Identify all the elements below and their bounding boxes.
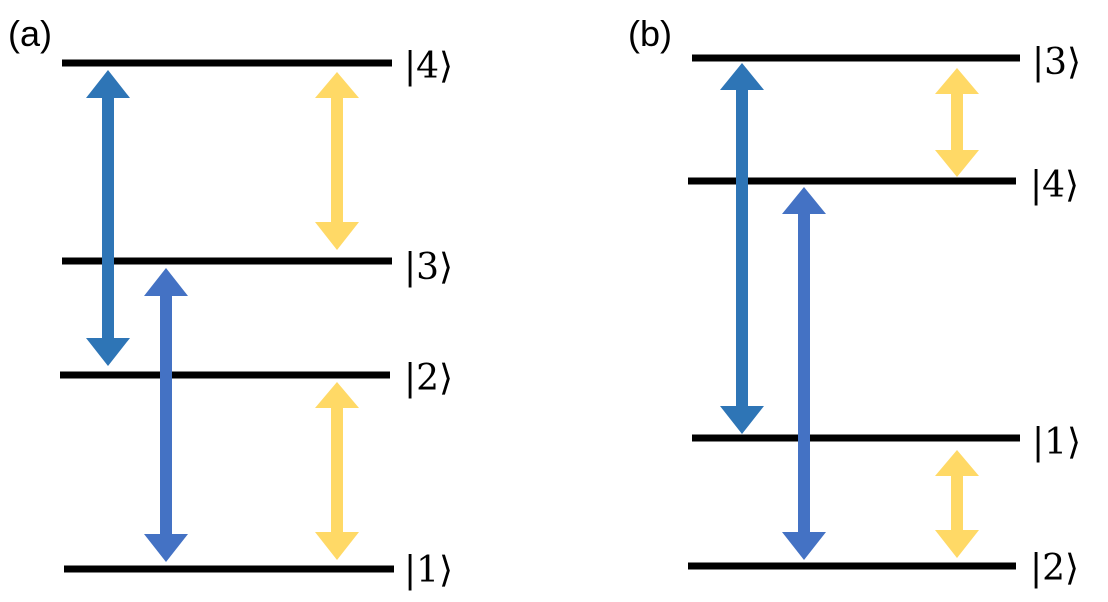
arrow-head-up-icon [782,187,826,214]
arrow-head-up-icon [144,268,188,296]
panel-b: (b) |3⟩ |4⟩ |1⟩ |2⟩ [628,13,1081,589]
arrow-head-down-icon [315,532,359,560]
arrow-head-down-icon [720,406,764,434]
arrow-head-down-icon [935,150,979,177]
arrow-head-up-icon [315,382,359,408]
panel-b-arrow-upper-bottom [782,187,826,560]
panel-a-state-lower-label: |2⟩ [404,358,453,399]
panel-b-arrow-lower-bottom [935,450,979,558]
arrow-head-down-icon [935,530,979,558]
panel-a-state-top-label: |4⟩ [404,46,453,87]
arrow-head-down-icon [782,532,826,560]
panel-a-state-bottom-label: |1⟩ [404,550,453,591]
arrow-head-down-icon [144,534,188,562]
arrow-head-up-icon [315,72,359,98]
panel-b-state-top-label: |3⟩ [1032,42,1081,83]
arrow-head-down-icon [86,338,130,366]
arrow-head-up-icon [935,450,979,476]
panel-b-arrow-top-upper [935,68,979,177]
panel-a-state-upper-label: |3⟩ [404,247,453,288]
panel-b-state-bottom-label: |2⟩ [1030,548,1079,589]
panel-b-state-lower-label: |1⟩ [1032,422,1081,463]
panel-a-arrow-upper-bottom [144,268,188,562]
panel-a-arrow-lower-bottom [315,382,359,560]
panel-a: (a) |4⟩ |3⟩ |2⟩ |1⟩ [8,13,453,591]
arrow-head-up-icon [935,68,979,94]
panel-b-state-upper-label: |4⟩ [1030,165,1079,206]
arrow-head-down-icon [315,222,359,250]
panel-a-label: (a) [8,13,52,54]
panel-b-label: (b) [628,13,672,54]
panel-a-arrow-top-lower [86,70,130,366]
arrow-head-up-icon [86,70,130,98]
panel-b-arrow-top-lower [720,63,764,434]
arrow-head-up-icon [720,63,764,90]
panel-a-arrow-top-upper [315,72,359,250]
